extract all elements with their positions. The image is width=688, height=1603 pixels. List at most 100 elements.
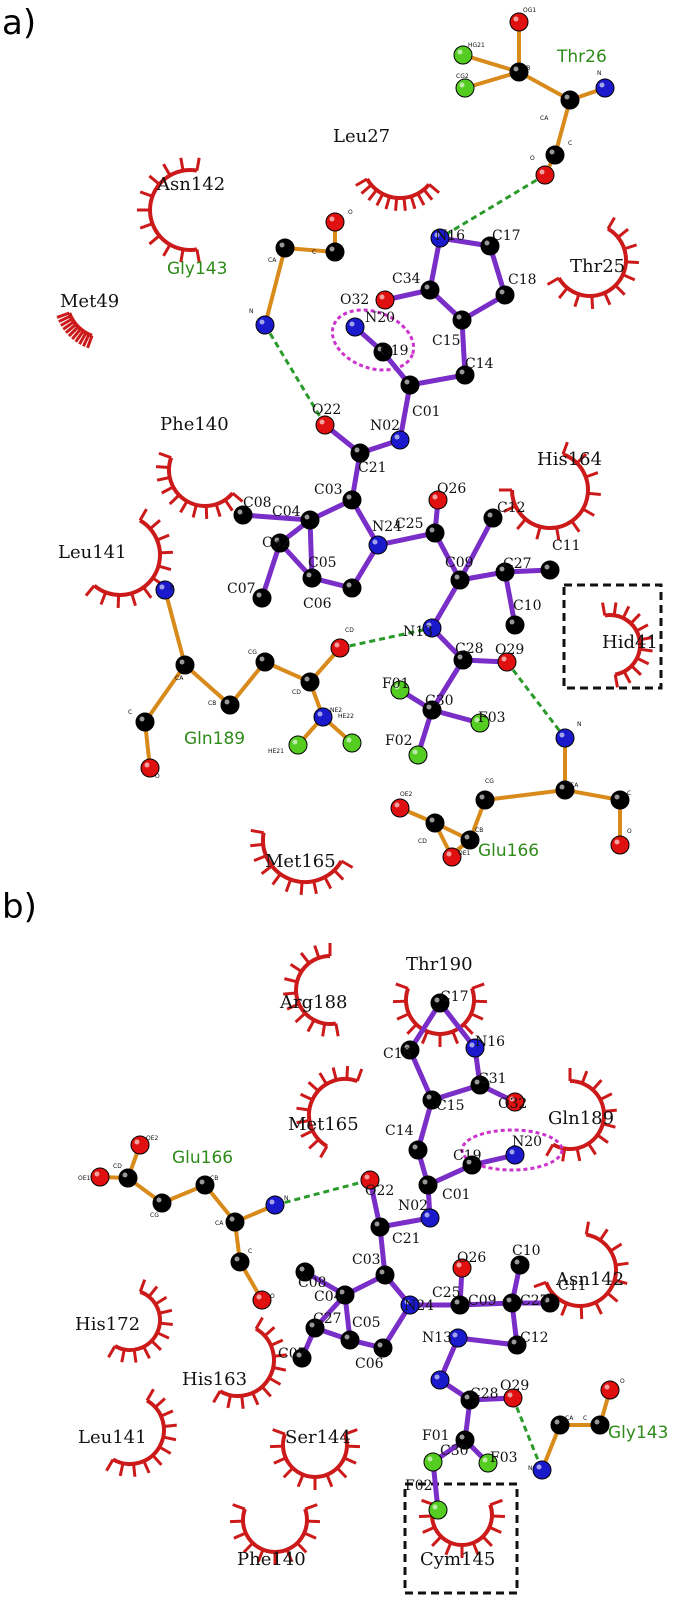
atom-highlight xyxy=(464,1394,470,1400)
atom-label-c12-b: C12 xyxy=(520,1330,549,1346)
atom-label-n02-b: N02 xyxy=(398,1198,428,1214)
carbon-atom xyxy=(450,570,470,590)
atom-highlight xyxy=(306,572,312,578)
carbon-atom xyxy=(300,672,320,692)
atom-highlight xyxy=(256,1294,262,1300)
arc-spoke xyxy=(179,249,185,263)
arc-spoke xyxy=(422,188,434,201)
arc-spoke xyxy=(294,1012,307,1024)
arc-spoke xyxy=(272,1366,287,1372)
residue-leu141-b: Leu141 xyxy=(78,1427,147,1448)
fluorine-atom xyxy=(288,735,308,755)
atom-highlight xyxy=(379,294,385,300)
atom-label-c25-b: C25 xyxy=(432,1285,461,1301)
residue-phe140: Phe140 xyxy=(160,414,229,435)
arc-spoke xyxy=(306,1019,316,1033)
arc-spoke xyxy=(533,1280,547,1289)
atom-label-c06-b: C06 xyxy=(355,1356,384,1372)
arc-spoke xyxy=(451,1030,459,1045)
atom-highlight xyxy=(459,82,465,88)
atom-highlight xyxy=(501,656,507,662)
atom-highlight xyxy=(279,242,285,248)
atom-highlight xyxy=(539,169,545,175)
arc-spoke xyxy=(623,243,638,251)
arc-spoke xyxy=(444,1542,453,1556)
atom-label-c15-b: C15 xyxy=(436,1098,465,1114)
atom-highlight xyxy=(259,656,265,662)
arc-spoke xyxy=(609,1242,623,1253)
carbon-atom xyxy=(425,523,445,543)
atom-highlight xyxy=(274,537,280,543)
arc-spoke xyxy=(606,216,616,230)
arc-spoke xyxy=(158,451,172,460)
atom-label-n-b2: N xyxy=(528,1465,533,1472)
arc-spoke xyxy=(409,195,417,210)
residue-his172: His172 xyxy=(75,1314,140,1335)
atom-highlight xyxy=(511,1339,517,1345)
panel-b: b) Thr190 Arg188 Gln189 Met165 Asn142 Hi… xyxy=(2,887,668,1595)
atom-label-o26: O26 xyxy=(437,481,466,497)
oxygen-atom xyxy=(600,1380,620,1400)
residue-asn142-b: Asn142 xyxy=(555,1269,624,1290)
arc-spoke xyxy=(603,292,612,306)
arc-spoke xyxy=(273,1353,287,1358)
arc-spoke xyxy=(99,591,108,606)
arc-spoke xyxy=(148,174,161,186)
arc-spoke xyxy=(630,664,642,676)
arc-spoke xyxy=(191,504,198,518)
arc-spoke xyxy=(118,1462,125,1477)
atom-highlight xyxy=(466,1159,472,1165)
atom-highlight xyxy=(564,94,570,100)
residue-cym145: Cym145 xyxy=(420,1549,495,1570)
atom-label-c21: C21 xyxy=(358,460,387,476)
arc-spoke xyxy=(82,333,91,347)
arc-spoke xyxy=(303,1531,317,1540)
atom-highlight xyxy=(464,834,470,840)
arc-spoke xyxy=(406,1023,418,1035)
arc-spoke xyxy=(251,1392,260,1406)
carbon-atom xyxy=(425,813,445,833)
arc-curve xyxy=(261,832,344,884)
atom-label-c01-b: C01 xyxy=(442,1187,471,1203)
atom-highlight xyxy=(469,1042,475,1048)
arc-spoke xyxy=(625,260,640,265)
arc-spoke xyxy=(308,1138,320,1150)
arc-spoke xyxy=(402,197,407,211)
carbon-atom xyxy=(495,285,515,305)
arc-curve xyxy=(557,227,628,298)
ligand-atom-labels-b: C17 N16 C18 C31 O32 C15 C14 C19 N20 C01 … xyxy=(278,989,587,1494)
carbon-atom xyxy=(255,652,275,672)
arc-spoke xyxy=(162,243,172,257)
arc-spoke xyxy=(555,527,561,541)
atom-highlight xyxy=(304,514,310,520)
atom-highlight xyxy=(344,1334,350,1340)
oxygen-atom xyxy=(252,1290,272,1310)
arc-curve xyxy=(241,1508,309,1554)
atom-label-n16-b: N16 xyxy=(475,1034,505,1050)
arc-spoke xyxy=(195,249,201,263)
atom-highlight xyxy=(514,1259,520,1265)
arc-spoke xyxy=(622,273,636,282)
atom-highlight xyxy=(404,1299,410,1305)
atom-highlight xyxy=(346,737,352,743)
arc-spoke xyxy=(163,1423,177,1428)
atom-highlight xyxy=(614,839,620,845)
hid41-arc xyxy=(601,602,653,688)
atom-label-c32: C32 xyxy=(262,535,291,551)
arc-spoke xyxy=(242,1541,254,1554)
arc-spoke xyxy=(158,1308,173,1315)
arc-spoke xyxy=(60,317,73,327)
atom-highlight xyxy=(309,1322,315,1328)
atom-highlight xyxy=(599,82,605,88)
atom-label-o-a1: O xyxy=(530,155,535,162)
phe140-arc xyxy=(156,451,244,520)
nitrogen-atom xyxy=(255,315,275,335)
atom-label-oe2-b: OE2 xyxy=(146,1135,159,1142)
atom-highlight xyxy=(452,1332,458,1338)
atom-highlight xyxy=(432,1504,438,1510)
arc-spoke xyxy=(84,584,96,597)
residue-thr25: Thr25 xyxy=(570,256,625,277)
atom-highlight xyxy=(404,379,410,385)
arc-spoke xyxy=(334,1023,340,1037)
atom-label-f02: F02 xyxy=(385,733,413,749)
